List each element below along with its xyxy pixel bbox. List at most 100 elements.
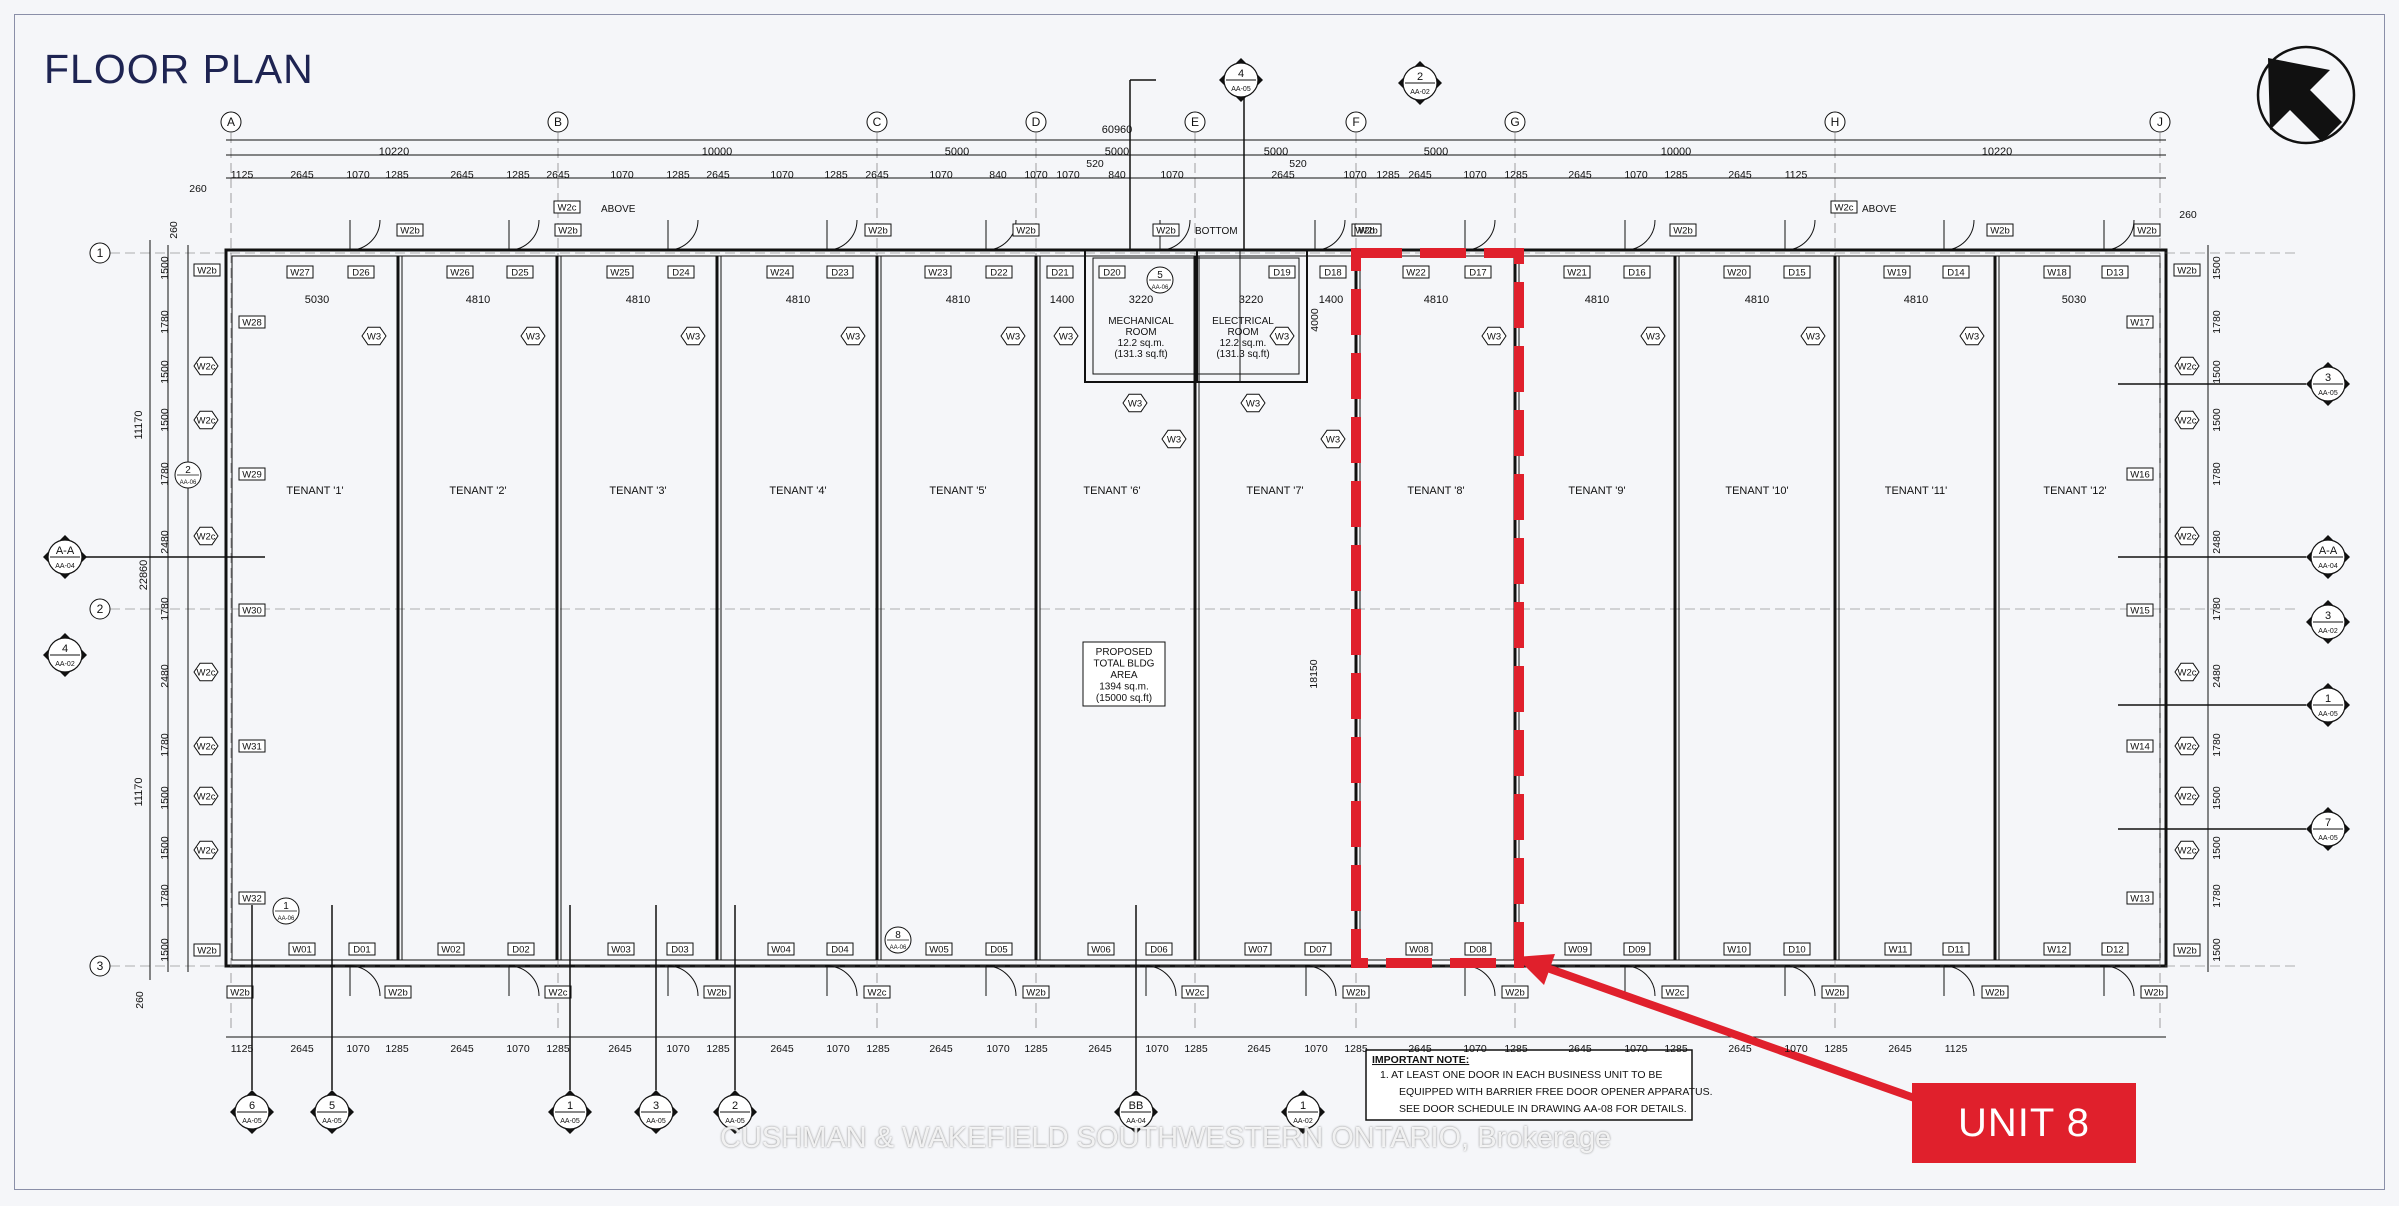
dim-room-width: 4810	[1745, 294, 1769, 306]
section-bottom-7-sheet: AA-02	[1293, 1118, 1313, 1125]
top-door-swing	[1464, 219, 1496, 251]
w2b-bottom-tag	[1342, 985, 1370, 999]
top-door-D14-label: D14	[1947, 268, 1964, 279]
w2b-bottom-tag	[384, 985, 412, 999]
section-right-2-sheet: AA-04	[2318, 563, 2338, 570]
left-window-W29-label: W29	[242, 470, 262, 481]
left-window-W28-label: W28	[242, 318, 262, 329]
w2b-top-tag-label: W2b	[2137, 226, 2157, 237]
top-door-D16	[1623, 265, 1651, 279]
bottom-window-W11	[1884, 942, 1912, 956]
dim-small-bottom: 2645	[770, 1043, 794, 1055]
w2b-top-tag	[396, 223, 424, 237]
w2b-bottom-tag	[226, 985, 254, 999]
w2b-bottom-tag	[1022, 985, 1050, 999]
dim-260: 260	[189, 183, 207, 195]
top-door-swing	[1314, 219, 1346, 251]
bottom-label: BOTTOM	[1195, 226, 1238, 237]
w2b-left-tag	[193, 943, 221, 957]
w2c-top-tag-right-label: W2c	[1835, 203, 1854, 214]
tenant-label-5: TENANT '5'	[929, 485, 986, 497]
w2b-bottom-tag-label: W2b	[230, 988, 250, 999]
dim-small-bottom: 1285	[1664, 1043, 1688, 1055]
w2c-left-tag: W2c	[197, 416, 216, 427]
section-right-4-sheet: AA-05	[2318, 711, 2338, 718]
bottom-door-D03	[666, 942, 694, 956]
section-bottom-2-sheet: AA-05	[322, 1118, 342, 1125]
w2b-top-tag-label: W2b	[1016, 226, 1036, 237]
dim-small-top: 1285	[506, 169, 530, 181]
bottom-door-D02	[507, 942, 535, 956]
w2c-right-tag: W2c	[2178, 532, 2197, 543]
dim-small-bottom: 1070	[346, 1043, 370, 1055]
bottom-door-D04-label: D04	[831, 945, 848, 956]
dim-right-small: 1500	[2211, 836, 2223, 860]
w3-elec-tag: W3	[1246, 399, 1260, 410]
dim-small-bottom: 2645	[1247, 1043, 1271, 1055]
w3-tag: W3	[1059, 332, 1073, 343]
top-door-D23	[826, 265, 854, 279]
w2b-bottom-tag-label: W2b	[1985, 988, 2005, 999]
dim-left-split: 11170	[133, 778, 145, 807]
bottom-window-W03-label: W03	[611, 945, 631, 956]
bottom-door-swing	[508, 965, 540, 997]
w3-tag	[1000, 326, 1026, 346]
dim-small-bottom: 2645	[450, 1043, 474, 1055]
bottom-door-D07	[1304, 942, 1332, 956]
dim-bay: 10000	[1661, 146, 1692, 158]
top-door-swing	[349, 219, 381, 251]
w2c-bottom-tag	[863, 985, 891, 999]
top-window-W20	[1723, 265, 1751, 279]
grid-bubble-row-1-label: 1	[97, 246, 104, 260]
w2b-bottom-tag	[703, 985, 731, 999]
w2b-top-tag-label: W2b	[400, 226, 420, 237]
dim-room-width: 4810	[466, 294, 490, 306]
bottom-door-D12-label: D12	[2106, 945, 2123, 956]
dim-small-bottom: 1125	[231, 1043, 254, 1055]
w3-tag	[680, 326, 706, 346]
detail-number: 8	[895, 930, 901, 941]
w3-tag	[1053, 326, 1079, 346]
dim-small-bottom: 2645	[290, 1043, 314, 1055]
dim-room-width: 5030	[305, 294, 329, 306]
w2c-right-tag	[2174, 410, 2200, 430]
dim-left-small: 1500	[159, 938, 171, 962]
top-window-W21	[1563, 265, 1591, 279]
w2c-left-tag: W2c	[197, 668, 216, 679]
w2b-right-tag-label: W2b	[2177, 946, 2197, 957]
top-door-D13-label: D13	[2106, 268, 2123, 279]
w2b-bottom-tag-label: W2b	[1026, 988, 1046, 999]
grid-bubble-G	[1504, 111, 1526, 133]
bottom-window-W05-label: W05	[929, 945, 949, 956]
dim-room-width: 1400	[1050, 294, 1074, 306]
dim-room-width: 4810	[946, 294, 970, 306]
dim-small-bottom: 1070	[1784, 1043, 1808, 1055]
bottom-window-W09	[1564, 942, 1592, 956]
dim-small-bottom: 1285	[546, 1043, 570, 1055]
w2c-right-tag	[2174, 840, 2200, 860]
dim-small-bottom: 2645	[1088, 1043, 1112, 1055]
section-bottom-5-number: 2	[732, 1100, 738, 1112]
bottom-window-W06	[1087, 942, 1115, 956]
w3-t7-tag	[1320, 429, 1346, 449]
top-window-W23-label: W23	[928, 268, 948, 279]
w3-tag	[1959, 326, 1985, 346]
grid-bubble-E	[1184, 111, 1206, 133]
tenant-label-7: TENANT '7'	[1246, 485, 1303, 497]
top-door-swing	[1784, 219, 1816, 251]
top-window-W21-label: W21	[1567, 268, 1587, 279]
bottom-door-swing	[667, 965, 699, 997]
w3-tag	[1269, 326, 1295, 346]
top-window-W19	[1883, 265, 1911, 279]
w2c-bottom-tag	[1661, 985, 1689, 999]
grid-bubble-D-label: D	[1032, 115, 1041, 129]
bottom-door-D04	[826, 942, 854, 956]
bottom-door-D12	[2101, 942, 2129, 956]
tenant-label-2: TENANT '2'	[449, 485, 506, 497]
section-left-4-sheet: AA-02	[55, 661, 75, 668]
dim-right-small: 1780	[2211, 462, 2223, 486]
top-door-swing	[667, 219, 699, 251]
total-area-label: 1394 sq.m.	[1099, 682, 1148, 693]
unit-8-arrow-shaft	[1534, 960, 1922, 1104]
dim-room-width: 4810	[626, 294, 650, 306]
